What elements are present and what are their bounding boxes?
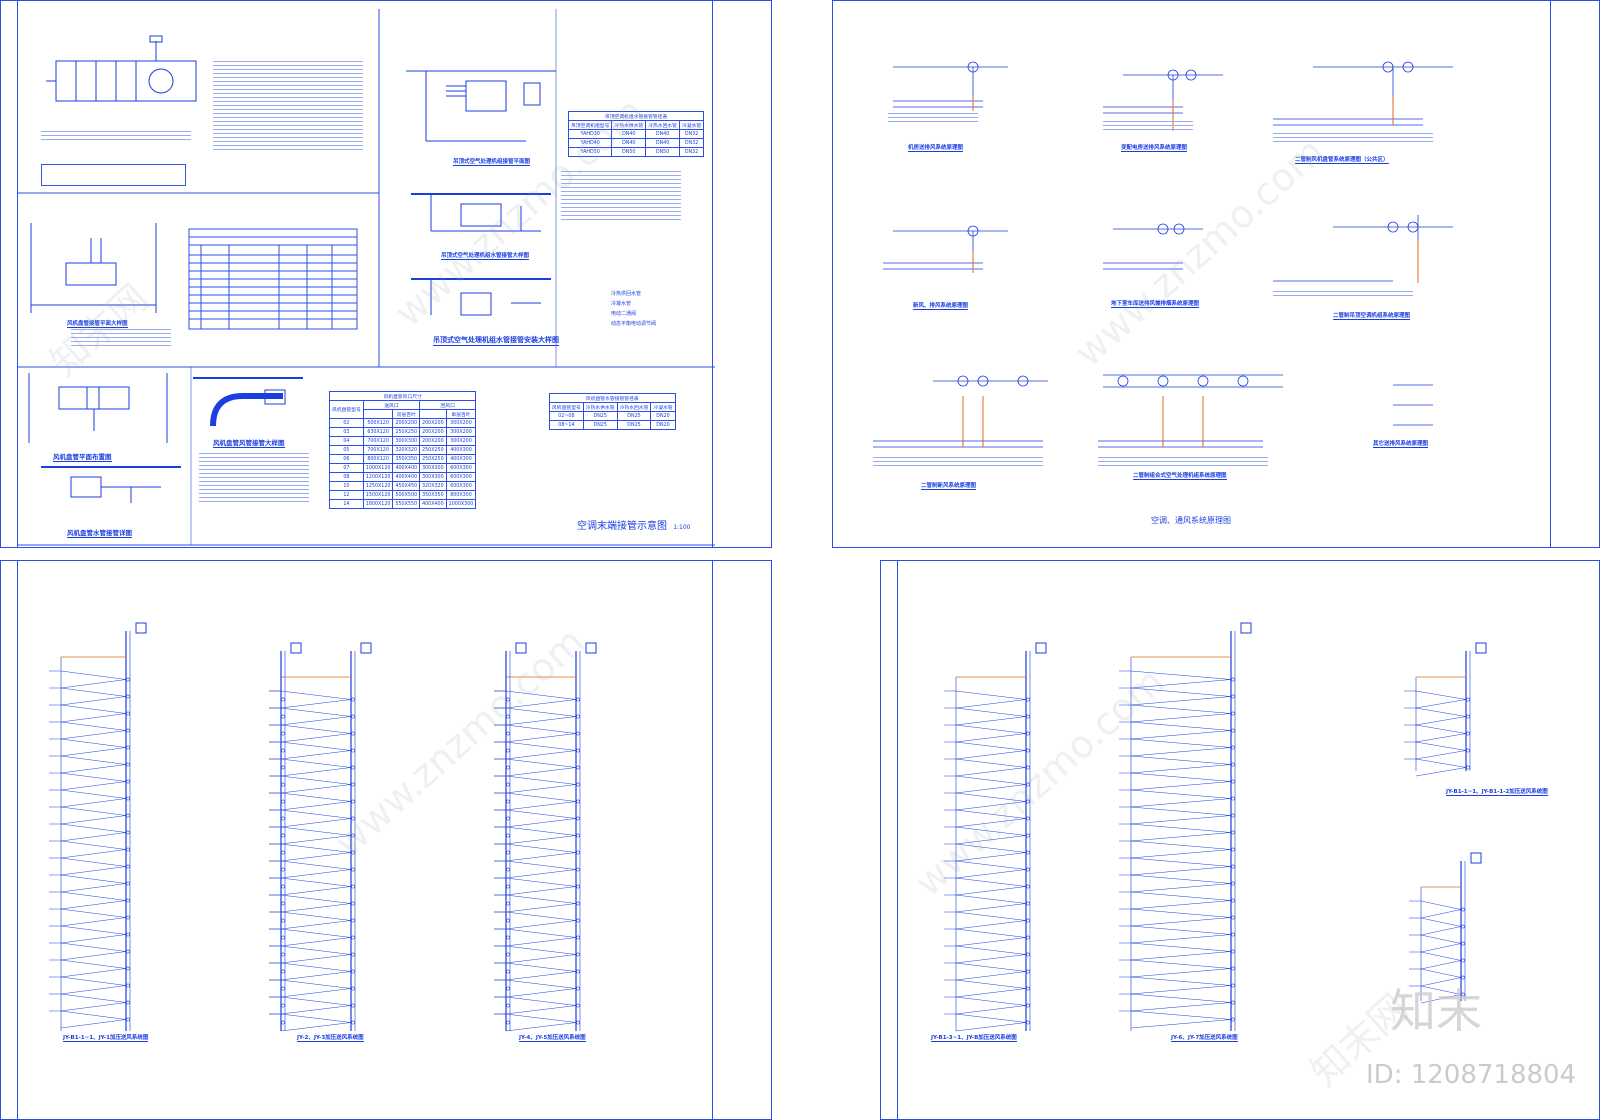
ahu-general-notes	[213, 61, 363, 153]
caption-substation: 变配电房送排风系统原理图	[1121, 145, 1188, 152]
image-id-label: ID: 1208718804	[1366, 1060, 1577, 1090]
pipe-legend: 冷热供回水管 冷凝水管 电动二通阀 动态平衡电动调节阀	[599, 291, 656, 327]
brand-logo-text: 知末	[1390, 984, 1482, 1038]
schematic-note-4	[1273, 291, 1413, 299]
sheet-hvac-terminal-details: 吊顶式空气处理机组接管平面图 吊顶空调机组水管接管管径表 吊顶空调机组型号冷热水…	[0, 0, 772, 548]
caption-ceiling-ahu: 二管制吊顶空调机组系统原理图	[1333, 313, 1411, 320]
schematic-note-3	[1273, 133, 1433, 145]
fcu-plan-notes	[71, 329, 171, 349]
caption-riser-3: JY-4、JY-5加压送风系统图	[519, 1035, 586, 1042]
title-block-column	[712, 1, 771, 547]
caption-machine-room: 机房送排风系统原理图	[908, 145, 964, 152]
caption-fcu-water-detail: 风机盘管水管接管详图	[67, 529, 132, 538]
panel-grid-lines	[17, 9, 715, 546]
sheet-title-text: 空调末端接管示意图	[577, 521, 667, 532]
pressurization-riser-diagrams	[944, 622, 1487, 1032]
caption-riser-2: JY-2、JY-3加压送风系统图	[297, 1035, 364, 1042]
title-block-column	[1550, 1, 1599, 547]
sheet-side-strip	[1, 1, 18, 547]
caption-other-ventilation: 其它送排风系统原理图	[1373, 441, 1429, 448]
ahu-note-lines	[41, 131, 191, 143]
caption-ahu-water-detail: 吊顶式空气处理机组水管接管大样图	[441, 253, 530, 260]
caption-combined-ahu: 二管制组合式空气处理机组系统原理图	[1133, 473, 1227, 480]
schematic-note-5	[873, 457, 1043, 469]
caption-fcu-layout-plan: 风机盘管平面布置图	[53, 453, 112, 462]
caption-fcu-duct-detail: 风机盘管风管接管大样图	[213, 439, 285, 448]
caption-riser-1: JY-B1-1~1、JY-1加压送风系统图	[63, 1035, 149, 1042]
title-block-column	[712, 561, 771, 1119]
caption-riser-6: JY-B1-1~1、JY-B1-1-2加压送风系统图	[1446, 789, 1548, 796]
legend-item: 冷凝水管	[611, 301, 632, 307]
ahu-elevation-drawing	[46, 35, 197, 102]
caption-garage: 地下室车库送排风兼排烟系统原理图	[1111, 301, 1200, 308]
ahu-water-pipe-detail	[411, 193, 551, 232]
sheet-pressurization-systems-a: JY-B1-1~1、JY-1加压送风系统图 JY-2、JY-3加压送风系统图 J…	[0, 560, 772, 1120]
ahu-install-detail	[411, 278, 551, 316]
ahu-spec-box	[41, 164, 186, 186]
sheet-title: 空调末端接管示意图 1:100	[577, 517, 690, 532]
schematic-note-6	[1098, 457, 1268, 469]
fcu-pipe-size-table: 风机盘管水管接管管径表 风机盘管型号冷热水供水管 冷热水回水管冷凝水管 02~0…	[549, 393, 676, 430]
fcu-duct-detail-drawing	[193, 377, 303, 427]
fcu-duct-notes	[199, 453, 309, 505]
legend-item: 动态平衡电动调节阀	[611, 321, 657, 327]
schematic-note-2	[1103, 121, 1193, 133]
sheet-side-strip	[881, 561, 898, 1119]
legend-item: 冷热供回水管	[611, 291, 642, 297]
caption-riser-4: JY-B1-3~1、JY-B加压送风系统图	[931, 1035, 1017, 1042]
sheet-hvac-system-schematics: 机房送排风系统原理图 变配电房送排风系统原理图 二管制风机盘管系统原理图（公共区…	[832, 0, 1600, 548]
caption-fcu-two-pipe: 二管制风机盘管系统原理图（公共区）	[1295, 157, 1389, 164]
fcu-layout-plan-drawing	[28, 373, 168, 443]
caption-ahu-plan: 吊顶式空气处理机组接管平面图	[453, 159, 531, 166]
sheet-title: 空调、通风系统原理图	[1151, 516, 1231, 525]
caption-fcu-plan-detail: 风机盘管接管平面大样图	[67, 321, 128, 328]
pressurization-riser-diagrams	[49, 622, 597, 1032]
ceiling-ahu-plan-drawing	[406, 70, 556, 142]
schematic-drawings	[873, 61, 1453, 448]
caption-fresh-exhaust: 新风、排风系统原理图	[913, 303, 969, 310]
ahu-pipe-size-table: 吊顶空调机组水管接管管径表 吊顶空调机组型号冷热水供水管 冷热水回水管冷凝水管 …	[567, 111, 705, 157]
caption-riser-5: JY-6、JY-7加压送风系统图	[1171, 1035, 1238, 1042]
fcu-plan-detail-drawing	[30, 223, 157, 313]
caption-fresh-air: 二管制新风系统原理图	[921, 483, 977, 490]
legend-item: 电动二通阀	[611, 311, 637, 317]
caption-ahu-install-detail: 吊顶式空气处理机组水管接管安装大样图	[433, 336, 559, 346]
sheet-pressurization-systems-b: JY-B1-3~1、JY-B加压送风系统图 JY-6、JY-7加压送风系统图 J…	[880, 560, 1600, 1120]
fcu-model-grid	[188, 228, 358, 330]
sheet-side-strip	[1, 561, 18, 1119]
sheet-scale: 1:100	[673, 524, 691, 531]
schematic-note-1	[888, 113, 978, 125]
fcu-water-detail-drawing	[41, 466, 181, 503]
ahu-install-notes	[561, 171, 681, 223]
